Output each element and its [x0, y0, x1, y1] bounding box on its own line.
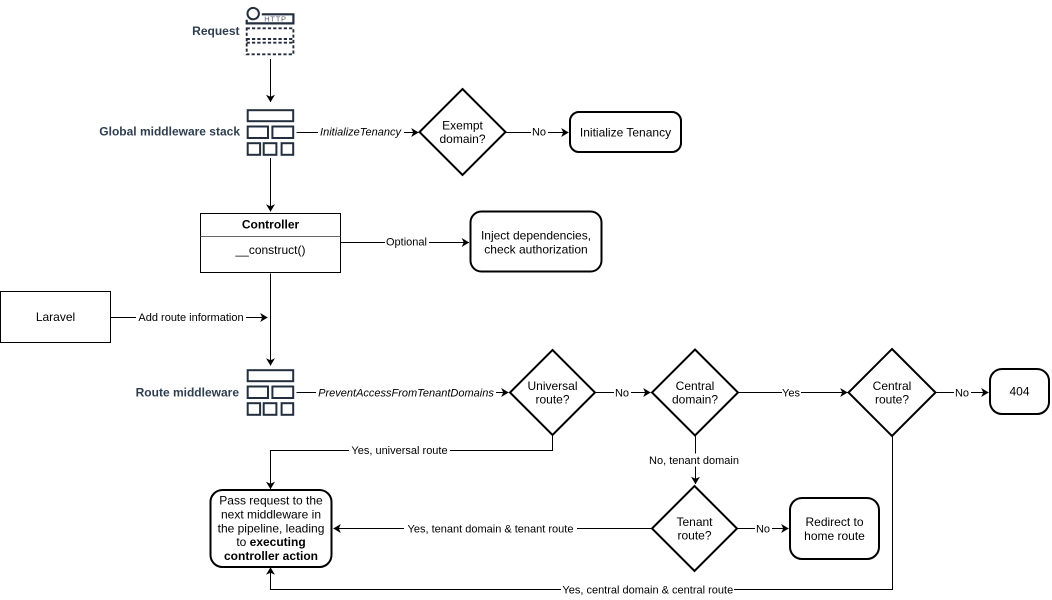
svg-text:No, tenant domain: No, tenant domain — [649, 455, 739, 467]
svg-text:Initialize Tenancy: Initialize Tenancy — [580, 125, 671, 139]
svg-text:No: No — [532, 127, 546, 139]
svg-text:Optional: Optional — [386, 237, 427, 249]
svg-text:route?: route? — [535, 392, 569, 406]
svg-text:Controller: Controller — [242, 218, 300, 232]
svg-text:Redirect to: Redirect to — [805, 515, 863, 529]
svg-text:Yes, universal route: Yes, universal route — [351, 445, 447, 457]
svg-text:HTTP: HTTP — [264, 15, 286, 24]
svg-text:to executing: to executing — [236, 535, 305, 549]
svg-text:404: 404 — [1009, 385, 1029, 399]
svg-text:Yes: Yes — [782, 388, 800, 400]
svg-text:Pass request to the: Pass request to the — [219, 494, 323, 508]
svg-text:No: No — [615, 388, 629, 400]
svg-text:domain?: domain? — [439, 132, 485, 146]
svg-text:Laravel: Laravel — [36, 310, 75, 324]
svg-text:No: No — [955, 388, 969, 400]
svg-text:Request: Request — [192, 24, 239, 38]
svg-text:Exempt: Exempt — [442, 118, 483, 132]
svg-text:Yes, central domain & central: Yes, central domain & central route — [562, 585, 733, 597]
svg-text:Central: Central — [873, 379, 912, 393]
svg-text:Global middleware stack: Global middleware stack — [99, 125, 240, 139]
svg-text:Route middleware: Route middleware — [136, 386, 240, 400]
svg-text:domain?: domain? — [672, 392, 718, 406]
svg-text:Add route information: Add route information — [138, 312, 243, 324]
svg-text:Inject dependencies,: Inject dependencies, — [481, 228, 591, 242]
svg-text:home route: home route — [804, 529, 865, 543]
svg-text:the pipeline, leading: the pipeline, leading — [218, 521, 325, 535]
svg-text:check authorization: check authorization — [484, 242, 587, 256]
svg-text:next middleware in: next middleware in — [221, 507, 321, 521]
svg-text:route?: route? — [677, 528, 711, 542]
svg-text:PreventAccessFromTenantDomains: PreventAccessFromTenantDomains — [318, 388, 494, 400]
svg-text:InitializeTenancy: InitializeTenancy — [320, 127, 402, 139]
svg-text:No: No — [756, 524, 770, 536]
svg-text:Tenant: Tenant — [676, 515, 713, 529]
svg-text:Universal: Universal — [527, 379, 577, 393]
svg-text:route?: route? — [875, 392, 909, 406]
svg-text:Yes, tenant domain & tenant ro: Yes, tenant domain & tenant route — [408, 524, 574, 536]
svg-text:Central: Central — [676, 379, 715, 393]
svg-text:__construct(): __construct() — [234, 243, 305, 257]
svg-text:controller action: controller action — [224, 549, 318, 563]
